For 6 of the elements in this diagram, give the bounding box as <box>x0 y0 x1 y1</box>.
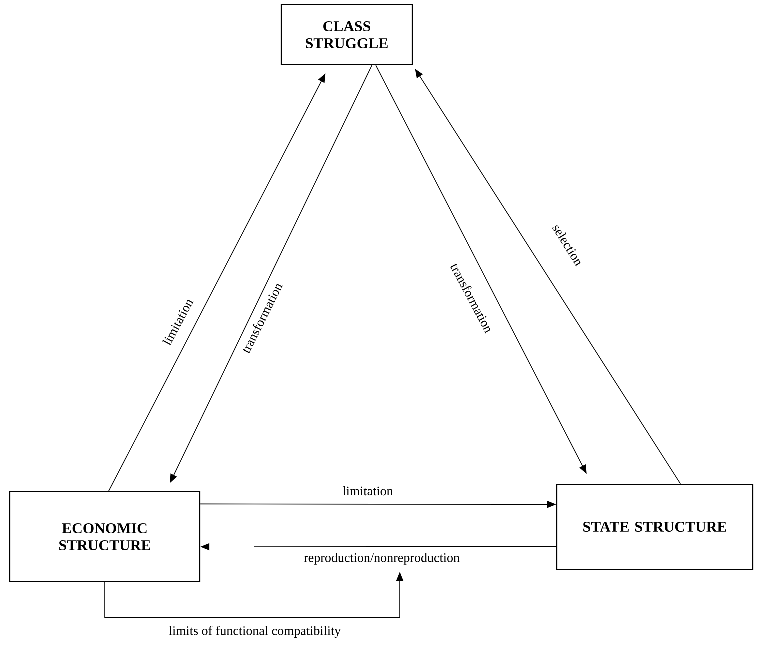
edge-label: limits of functional compatibility <box>169 626 342 638</box>
concept-box: ECONOMIC STRUCTURE <box>9 491 201 583</box>
edge-label: reproduction/nonreproduction <box>304 553 460 565</box>
concept-box: CLASS STRUGGLE <box>280 4 414 66</box>
concept-box: STATE STRUCTURE <box>556 484 754 570</box>
edge-label: limitation <box>343 486 394 496</box>
